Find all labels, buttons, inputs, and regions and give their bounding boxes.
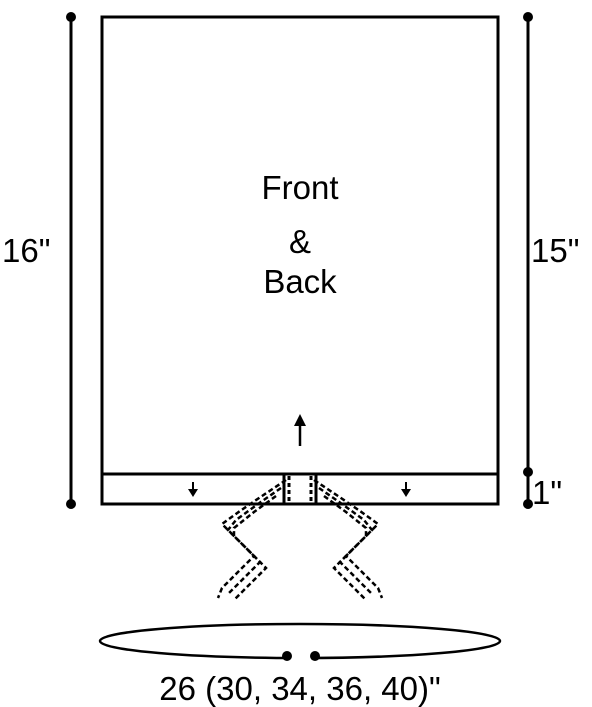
circumference-label: 26 (30, 34, 36, 40)"	[159, 670, 440, 707]
ribbing-down-arrow-left	[188, 482, 198, 497]
panel-title-line-2: &	[289, 223, 311, 260]
total-height-dimension-line	[66, 12, 76, 509]
ribbing-height-label: 1"	[532, 474, 562, 511]
stitch-trail-left	[216, 478, 287, 601]
panel-title-line-1: Front	[261, 169, 338, 206]
body-height-label: 15"	[531, 232, 579, 269]
seam-dash-marks	[287, 476, 313, 502]
stitch-trail-right	[313, 478, 384, 601]
panel-title-line-3: Back	[263, 263, 337, 300]
total-height-label: 16"	[2, 232, 50, 269]
ribbing-height-dimension-line	[523, 476, 533, 509]
circumference-ellipse	[98, 622, 502, 662]
body-height-dimension-line	[523, 12, 533, 477]
ribbing-down-arrow-right	[401, 482, 411, 497]
knit-direction-up-arrow	[294, 414, 306, 446]
